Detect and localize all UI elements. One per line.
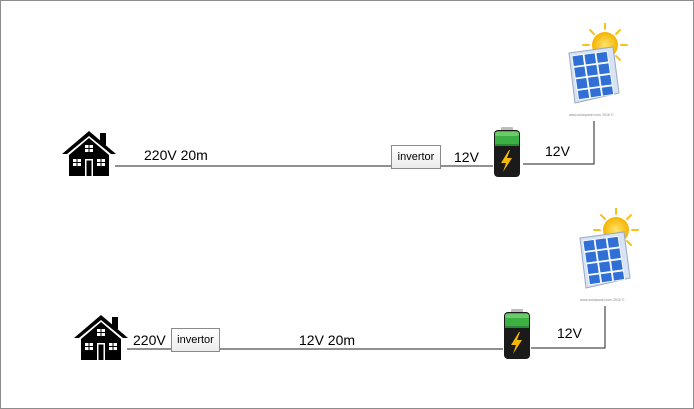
bottom-wire-battery-panel <box>531 306 606 349</box>
house-icon <box>74 315 128 360</box>
bottom-label-220v: 220V <box>133 332 166 348</box>
battery-icon <box>494 127 520 177</box>
bottom-panel-caption: www.solarpanel.com 2016 © <box>580 298 625 302</box>
top-label-12v-inverter: 12V <box>454 149 479 165</box>
top-inverter-box: invertor <box>391 145 441 169</box>
battery-icon <box>504 309 530 359</box>
bottom-label-12v-20m: 12V 20m <box>299 332 356 348</box>
top-label-12v-panel: 12V <box>545 143 570 159</box>
bottom-inverter-box: invertor <box>171 328 220 352</box>
solar-panel-icon: www.solarpanel.com 2016 © <box>568 23 628 117</box>
top-wire-battery-panel <box>523 121 595 165</box>
top-panel-caption: www.solarpanel.com 2016 © <box>569 113 614 117</box>
bottom-label-12v-panel: 12V <box>557 325 582 341</box>
solar-panel-icon: www.solarpanel.com 2016 © <box>579 208 639 302</box>
top-label-220v-20m: 220V 20m <box>144 147 208 163</box>
house-icon <box>62 131 116 176</box>
